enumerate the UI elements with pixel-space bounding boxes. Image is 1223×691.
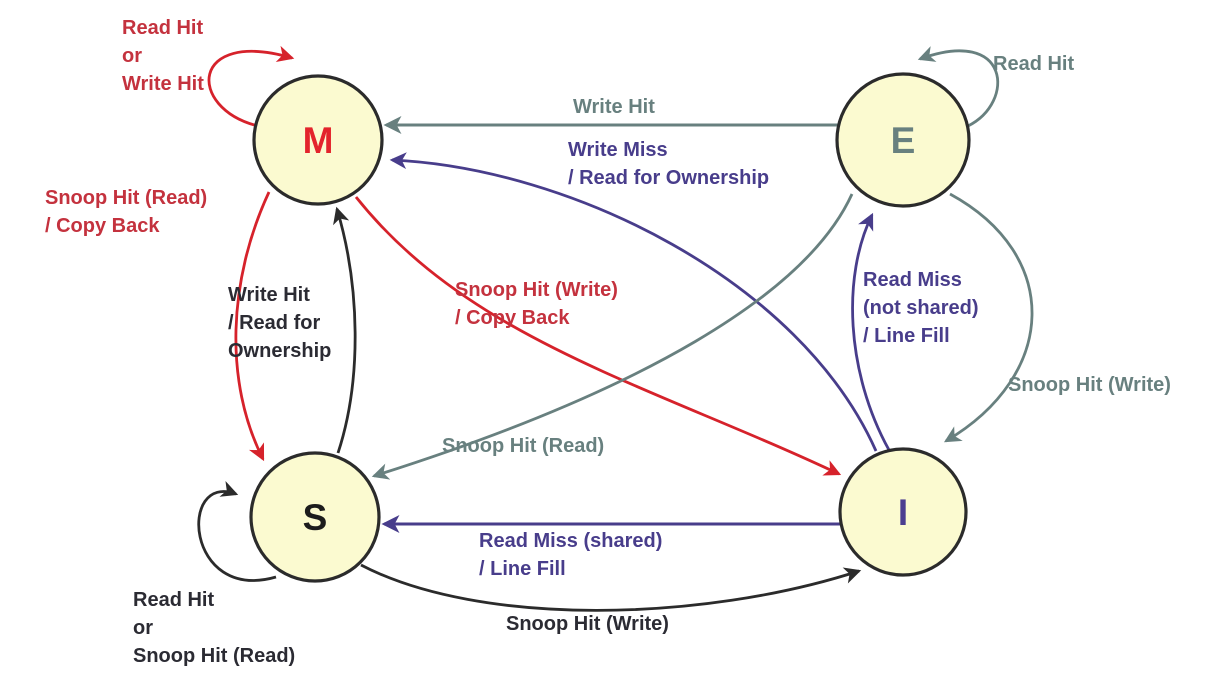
arrow-i-to-e	[851, 212, 891, 451]
arrow-e-self-loop	[917, 46, 1000, 128]
transition-label-e-to-i: Snoop Hit (Write)	[1008, 374, 1171, 396]
arrow-s-to-m	[333, 206, 357, 454]
transition-label-s-to-i: Snoop Hit (Write)	[506, 613, 669, 635]
transition-label-m-to-i: Snoop Hit (Write) / Copy Back	[455, 279, 618, 329]
arrow-m-self-loop	[207, 45, 295, 128]
state-node-s	[249, 451, 381, 583]
transition-label-m-self: Read Hit or Write Hit	[122, 17, 204, 95]
transition-label-s-to-m: Write Hit / Read for Ownership	[228, 284, 332, 362]
transition-label-i-to-m: Write Miss / Read for Ownership	[568, 139, 770, 189]
state-node-i	[838, 447, 968, 577]
state-node-m	[252, 74, 384, 206]
arrow-s-to-i	[360, 563, 862, 612]
arrow-m-to-s	[234, 191, 271, 462]
state-node-e	[835, 72, 971, 208]
state-label-e: E	[891, 120, 916, 161]
arrow-i-to-m	[389, 152, 878, 452]
state-label-m: M	[303, 120, 334, 161]
transition-label-e-to-m: Write Hit	[573, 96, 655, 118]
transition-label-i-to-s: Read Miss (shared) / Line Fill	[479, 530, 663, 580]
transition-label-m-to-s: Snoop Hit (Read) / Copy Back	[45, 187, 208, 237]
transition-label-i-to-e: Read Miss (not shared) / Line Fill	[863, 269, 979, 347]
arrow-e-to-s	[371, 193, 854, 480]
state-label-i: I	[898, 492, 908, 533]
arrow-e-to-i	[943, 192, 1034, 443]
arrow-m-to-i	[354, 196, 842, 476]
arrow-s-self-loop	[197, 481, 277, 582]
transition-label-e-to-s: Snoop Hit (Read)	[442, 435, 605, 457]
transition-label-e-self: Read Hit	[993, 53, 1075, 75]
transition-label-s-self: Read Hit or Snoop Hit (Read)	[133, 589, 296, 667]
state-label-s: S	[303, 497, 328, 538]
